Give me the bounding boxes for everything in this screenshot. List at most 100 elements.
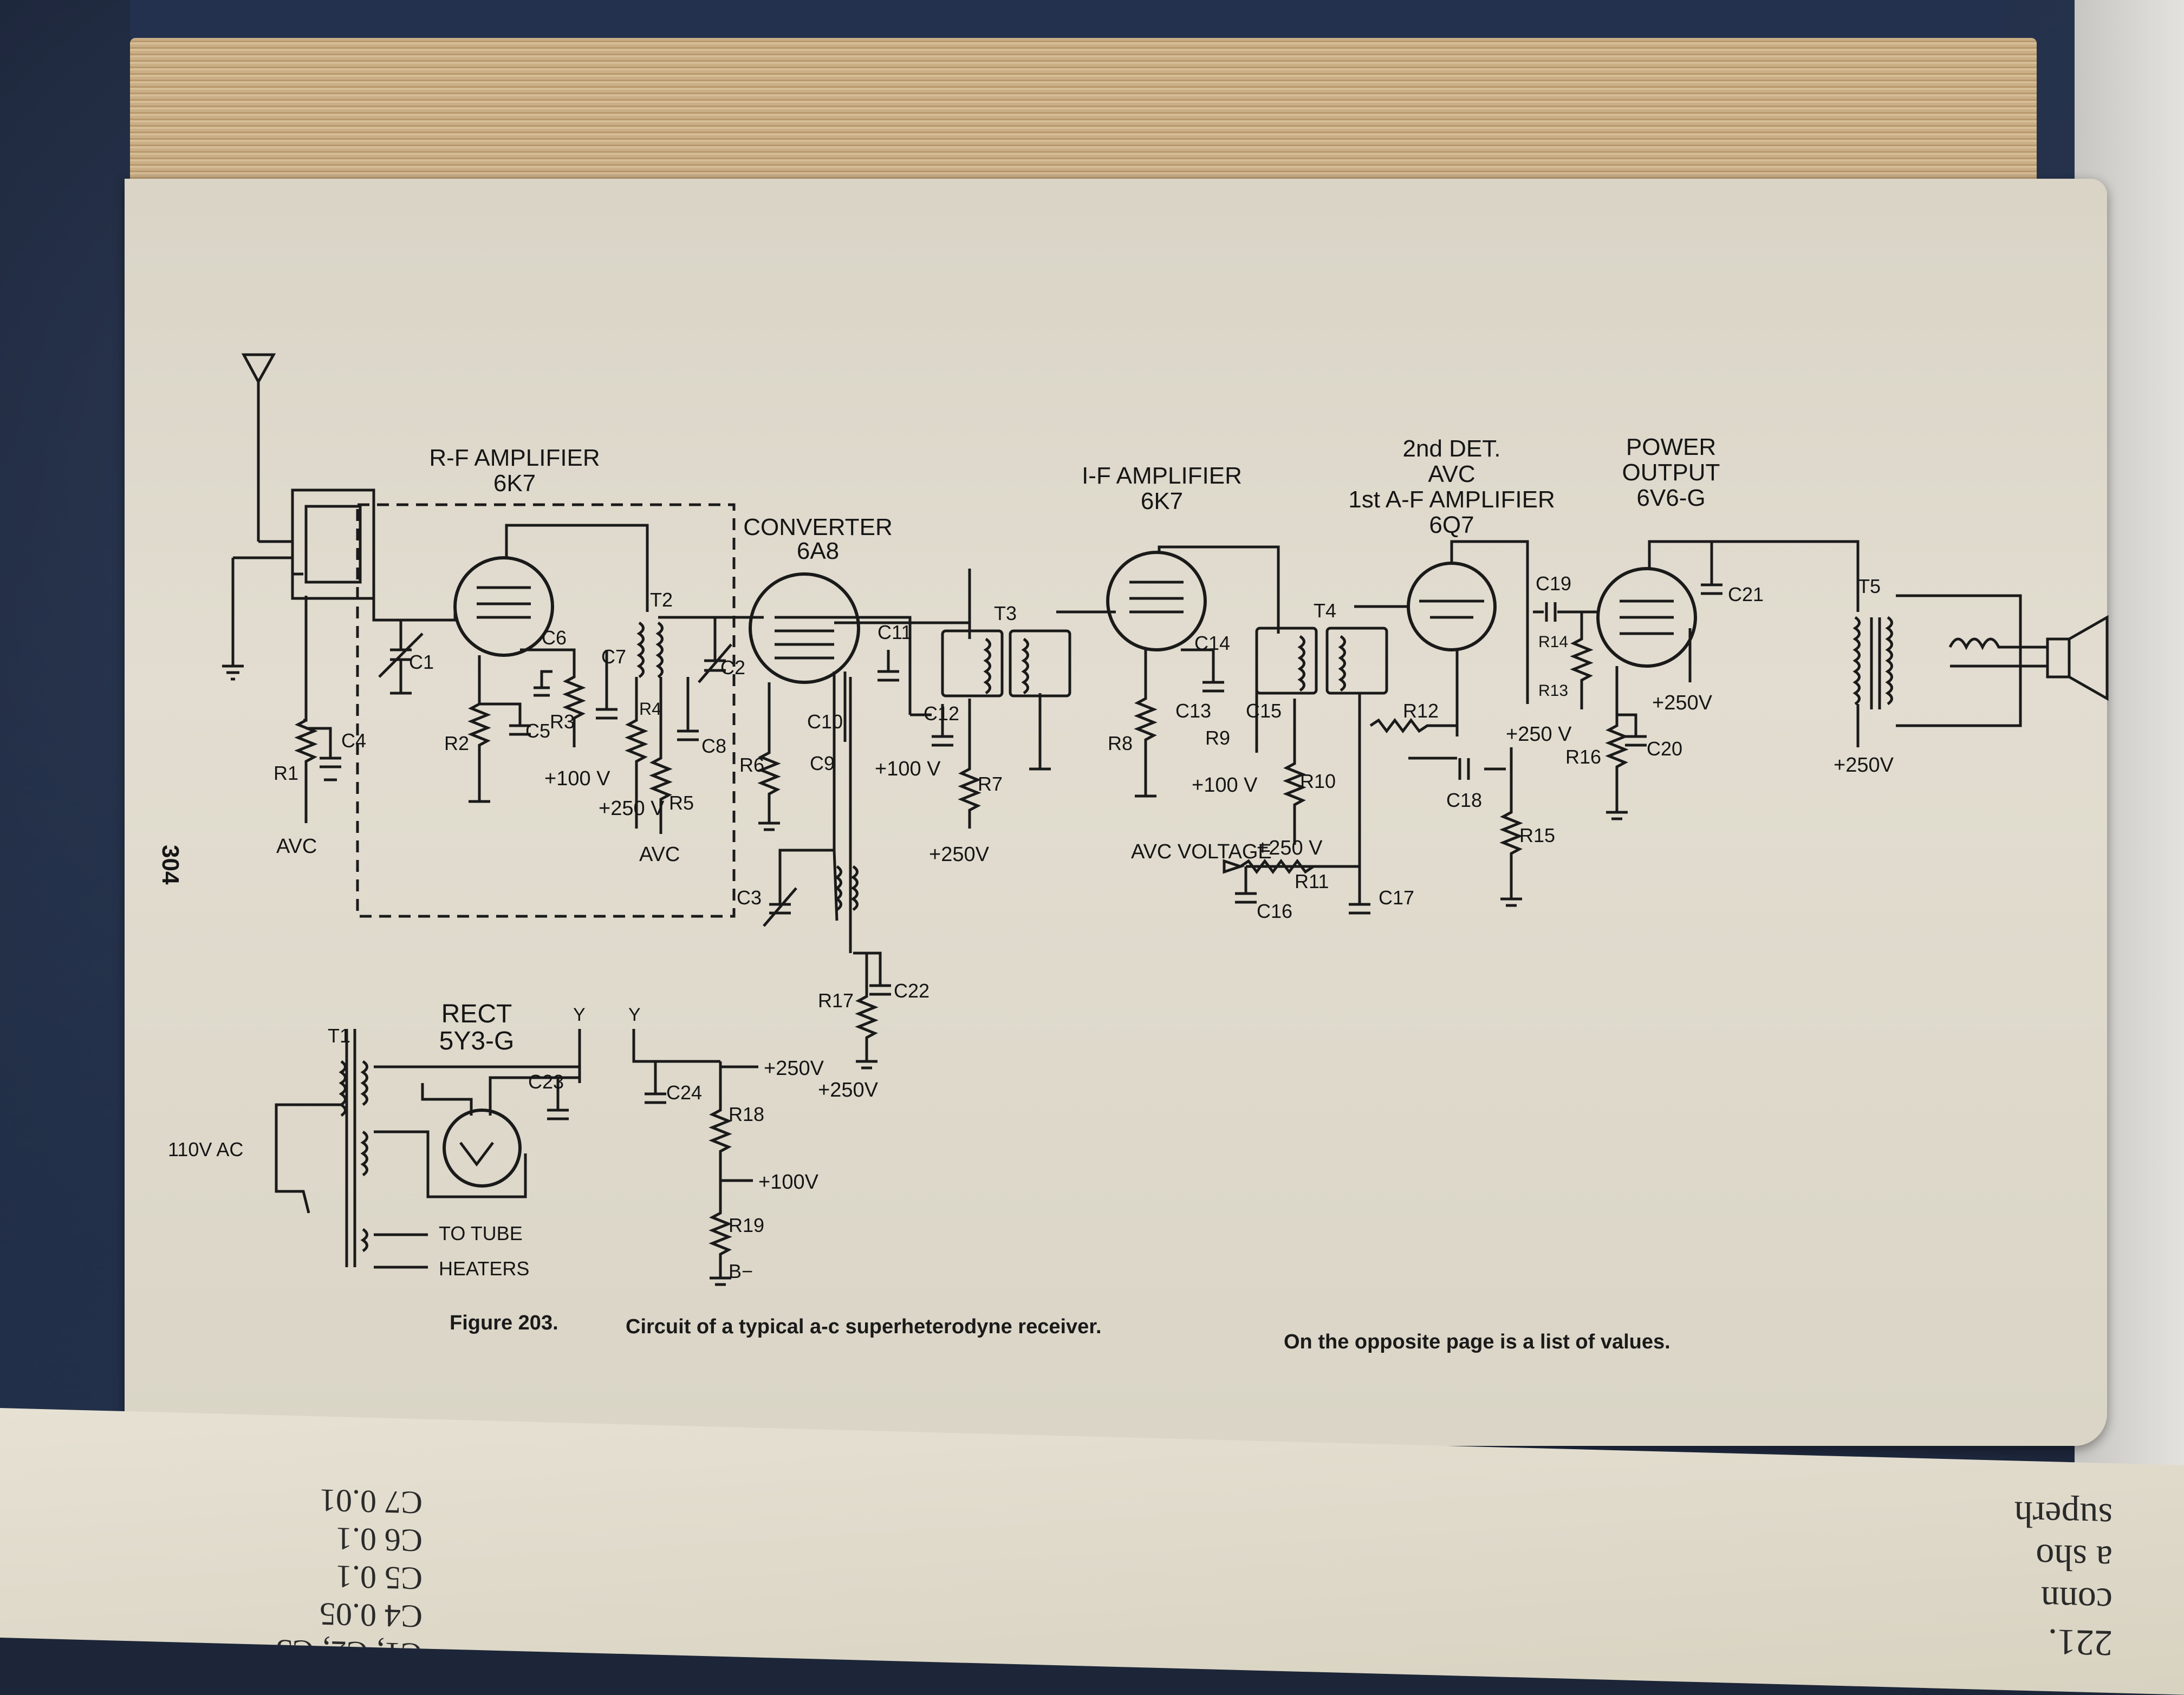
label-c10: C10 [807, 710, 843, 733]
to-tube-label: TO TUBE [439, 1222, 523, 1244]
oscillator-section [763, 849, 891, 1061]
t3-transformer [941, 610, 1116, 771]
y-label-2: Y [628, 1005, 641, 1025]
label-c14: C14 [1194, 632, 1230, 654]
label-t4: T4 [1314, 599, 1336, 622]
label-r19: R19 [729, 1214, 764, 1236]
label-c20: C20 [1647, 738, 1682, 760]
power-tube [1596, 540, 1860, 812]
v250-output: +250V [1834, 754, 1894, 777]
v250-conv: +250V [929, 843, 990, 866]
label-c3: C3 [737, 886, 762, 909]
list-item: C1, C2, C3 [276, 1633, 422, 1673]
shield-outline [356, 503, 736, 918]
label-r1: R1 [274, 762, 298, 784]
label-r13: R13 [1538, 682, 1568, 700]
rect-tube-label: 5Y3-G [439, 1027, 515, 1055]
avc-label-2: AVC [639, 843, 680, 866]
label-c2: C2 [720, 656, 745, 679]
label-c12: C12 [924, 702, 959, 725]
converter-tube-label: 6A8 [797, 538, 839, 564]
label-t1: T1 [328, 1025, 350, 1047]
if-tube [1106, 545, 1306, 845]
label-c24: C24 [666, 1081, 702, 1104]
book-cover-edge [130, 0, 2004, 38]
det-tube [1369, 540, 1529, 899]
det-tube-label: 6Q7 [1429, 512, 1474, 538]
filter-capacitors [547, 1029, 758, 1278]
converter-title: CONVERTER [743, 514, 892, 540]
capacitor-c2 [698, 617, 732, 683]
facing-page-values-list: LIS C1, C2, C3 C4 0.05 C5 0.1 C6 0.1 C7 … [206, 1478, 422, 1695]
v250-supply-1: +250V [764, 1057, 824, 1080]
label-c21: C21 [1728, 583, 1764, 605]
label-c19: C19 [1536, 572, 1571, 595]
label-t3: T3 [994, 602, 1017, 624]
converter-output-network [877, 650, 981, 829]
output-transformer [1852, 594, 2022, 747]
if-stage-title: I-F AMPLIFIER [1082, 462, 1242, 489]
ac-input-label: 110V AC [168, 1138, 243, 1161]
label-t5: T5 [1858, 575, 1881, 597]
v250-supply-2: +250V [818, 1079, 879, 1101]
label-c6: C6 [542, 627, 567, 649]
label-r14: R14 [1538, 633, 1568, 651]
avc-voltage-label: AVC VOLTAGE [1131, 840, 1272, 863]
label-c18: C18 [1446, 789, 1482, 811]
label-c8: C8 [701, 735, 726, 757]
label-r15: R15 [1519, 824, 1555, 846]
antenna-coil [222, 488, 406, 722]
b-minus-label: B− [729, 1260, 753, 1282]
t2-coil [636, 621, 645, 679]
label-c17: C17 [1379, 886, 1414, 909]
list-item: C7 0.01 [319, 1482, 422, 1521]
v100-conv: +100 V [875, 758, 941, 780]
if-stage-tube: 6K7 [1141, 488, 1183, 514]
y-label-1: Y [573, 1005, 586, 1025]
det-line3: 1st A-F AMPLIFIER [1348, 486, 1555, 513]
avc-label-1: AVC [276, 835, 317, 858]
v100-rf: +100 V [544, 767, 610, 790]
label-r4: R4 [639, 699, 661, 719]
list-heading: LIS [374, 1673, 422, 1695]
label-c13: C13 [1175, 700, 1211, 722]
coupling-network [1533, 602, 1598, 709]
facing-page-body-text: 221. conn a sho superh [812, 1462, 2112, 1665]
power-transformer [275, 1029, 581, 1269]
v250-avc: +250 V [1257, 837, 1323, 859]
figure-note: On the opposite page is a list of values… [1284, 1331, 1670, 1353]
rf-stage-title: R-F AMPLIFIER [429, 445, 600, 471]
book-page [125, 179, 2107, 1446]
label-c1: C1 [409, 651, 434, 673]
antenna-icon [241, 353, 276, 542]
rf-tube [406, 524, 649, 657]
v250-det: +250 V [1506, 723, 1572, 746]
speaker-icon [1948, 615, 2109, 701]
v100-if: +100 V [1192, 774, 1258, 797]
label-r5: R5 [669, 792, 694, 814]
avc-network [1223, 858, 1315, 904]
page-edges [130, 38, 2037, 184]
label-r6: R6 [739, 754, 764, 776]
rect-title: RECT [441, 1000, 512, 1028]
r1-c4-network [294, 719, 341, 823]
heaters-label: HEATERS [439, 1257, 529, 1280]
label-c16: C16 [1257, 900, 1292, 922]
label-r12: R12 [1403, 700, 1439, 722]
label-r8: R8 [1108, 732, 1133, 754]
schematic-diagram: R-F AMPLIFIER 6K7 CONVERTER 6A8 I-F AMPL… [157, 353, 2109, 1353]
label-r10: R10 [1300, 770, 1336, 792]
list-item: C4 0.05 [319, 1596, 422, 1635]
label-c23: C23 [528, 1071, 564, 1093]
page-number: 304 [157, 845, 184, 885]
label-r16: R16 [1565, 746, 1601, 768]
label-r17: R17 [818, 989, 854, 1012]
list-item: C5 0.1 [335, 1559, 422, 1597]
list-item: C6 0.1 [335, 1521, 422, 1559]
rf-stage-tube: 6K7 [493, 470, 536, 497]
figure-label: Figure 203. [450, 1312, 558, 1334]
ground-symbols [710, 811, 1628, 1286]
label-c7: C7 [601, 646, 626, 668]
label-r7: R7 [978, 773, 1003, 795]
